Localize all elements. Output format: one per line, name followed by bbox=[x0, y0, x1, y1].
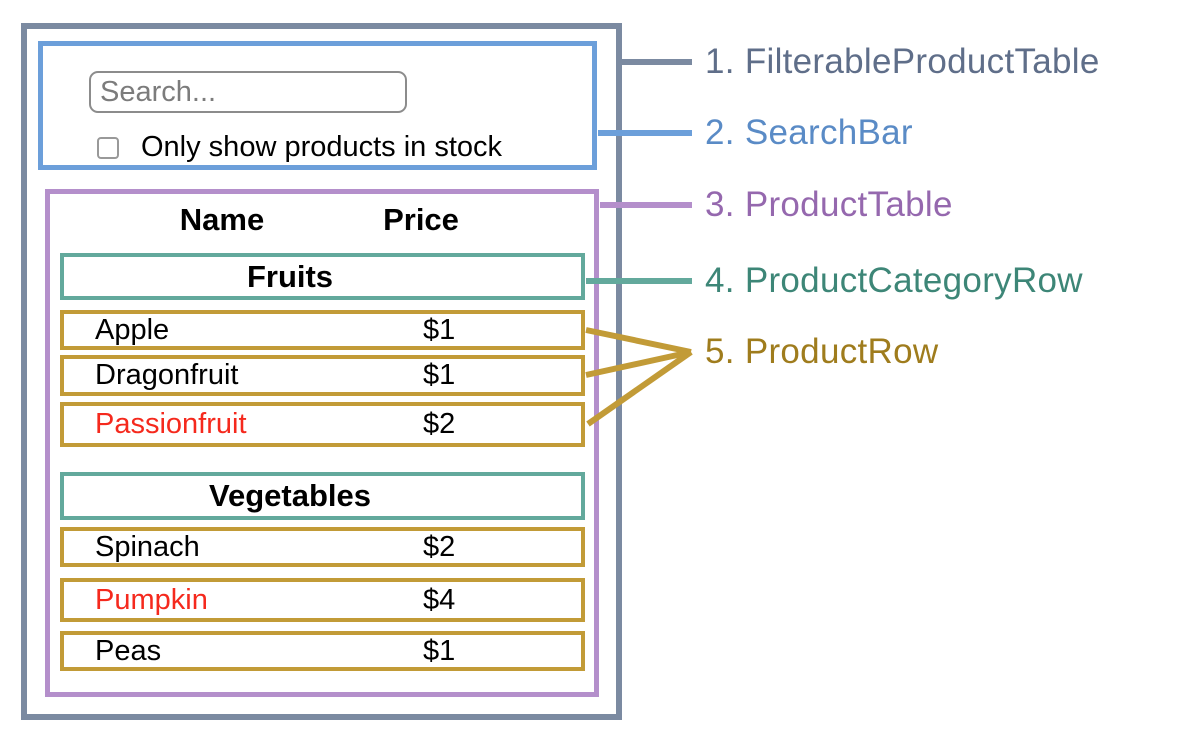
product-row: Dragonfruit $1 bbox=[60, 355, 585, 396]
product-name: Spinach bbox=[95, 530, 200, 563]
stock-filter-row: Only show products in stock bbox=[97, 131, 502, 164]
product-name: Apple bbox=[95, 313, 170, 346]
in-stock-checkbox-label: Only show products in stock bbox=[141, 131, 503, 163]
product-row: Spinach $2 bbox=[60, 527, 585, 567]
product-price: $1 bbox=[423, 313, 456, 346]
product-price: $4 bbox=[423, 583, 456, 616]
label-filterable-product-table: 1. FilterableProductTable bbox=[705, 42, 1100, 81]
product-price: $2 bbox=[423, 408, 456, 440]
product-table-frame: Name Price Fruits Apple $1 Dragonfruit $… bbox=[45, 189, 599, 697]
search-bar-frame: Only show products in stock bbox=[38, 41, 597, 170]
label-search-bar: 2. SearchBar bbox=[705, 113, 913, 152]
product-name: Peas bbox=[95, 634, 162, 667]
label-product-table: 3. ProductTable bbox=[705, 185, 953, 224]
product-row: Pumpkin $4 bbox=[60, 578, 585, 622]
product-name-out-of-stock: Pumpkin bbox=[95, 583, 208, 616]
product-category-row: Fruits bbox=[60, 253, 585, 300]
product-name: Dragonfruit bbox=[95, 359, 239, 391]
table-header-row: Name Price bbox=[50, 202, 594, 238]
product-row: Passionfruit $2 bbox=[60, 402, 585, 447]
column-header-name: Name bbox=[179, 202, 265, 237]
search-input[interactable] bbox=[89, 71, 407, 113]
category-label: Vegetables bbox=[209, 478, 371, 513]
label-product-category-row: 4. ProductCategoryRow bbox=[705, 261, 1083, 300]
product-price: $1 bbox=[423, 634, 456, 667]
column-header-price: Price bbox=[383, 202, 459, 237]
product-name-out-of-stock: Passionfruit bbox=[95, 408, 247, 440]
product-table-body: Name Price Fruits Apple $1 Dragonfruit $… bbox=[50, 194, 594, 692]
label-product-row: 5. ProductRow bbox=[705, 332, 939, 371]
product-row: Peas $1 bbox=[60, 631, 585, 671]
product-category-row: Vegetables bbox=[60, 472, 585, 520]
product-price: $1 bbox=[423, 359, 456, 391]
in-stock-checkbox[interactable] bbox=[97, 136, 119, 159]
category-label: Fruits bbox=[246, 258, 334, 294]
product-price: $2 bbox=[423, 530, 456, 563]
product-row: Apple $1 bbox=[60, 310, 585, 350]
